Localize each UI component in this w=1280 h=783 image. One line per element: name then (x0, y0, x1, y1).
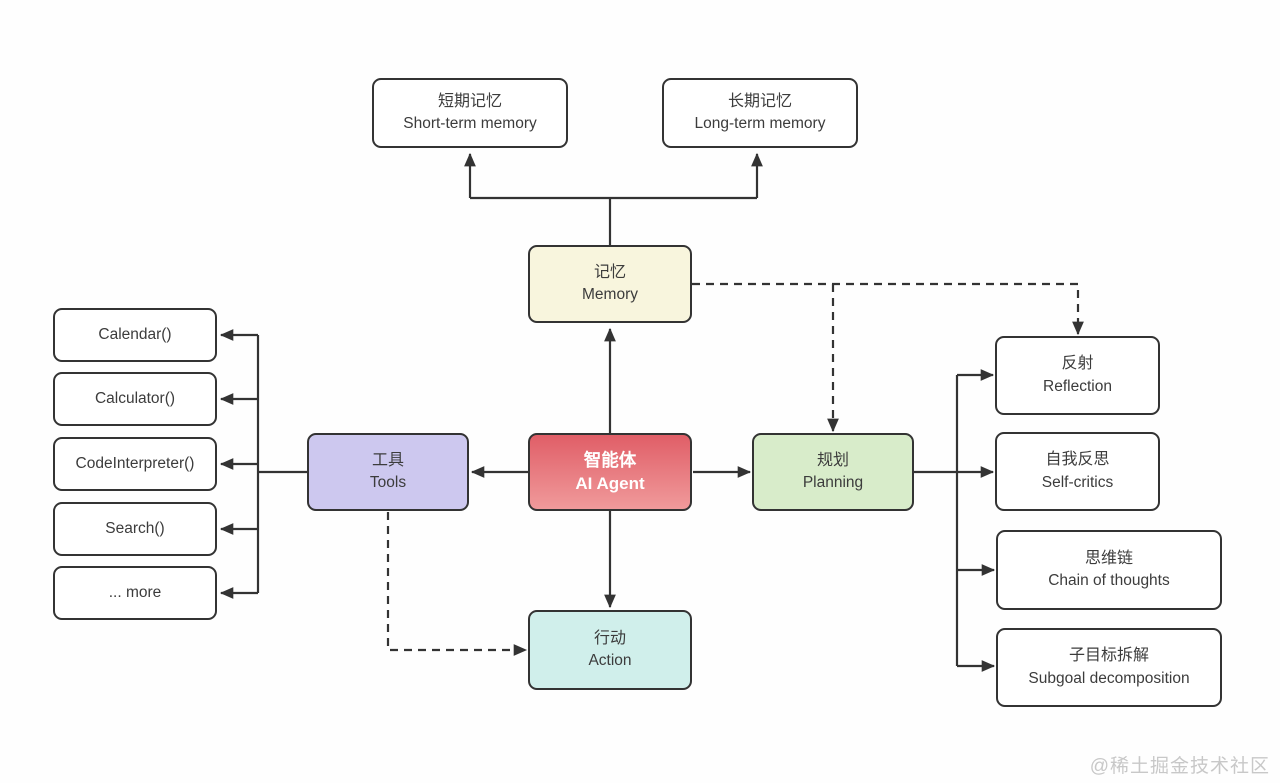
node-long-term-memory: 长期记忆 Long-term memory (662, 78, 858, 148)
node-search: Search() (53, 502, 217, 556)
node-memory: 记忆 Memory (528, 245, 692, 323)
node-more: ... more (53, 566, 217, 620)
node-calculator: Calculator() (53, 372, 217, 426)
ai-agent-label-en: AI Agent (575, 474, 645, 494)
long-term-memory-label-zh: 长期记忆 (727, 92, 792, 110)
dashed-tools-to-action (386, 512, 528, 656)
long-term-memory-label-en: Long-term memory (694, 115, 826, 133)
self-critics-label-zh: 自我反思 (1045, 451, 1110, 469)
node-reflection: 反射 Reflection (995, 336, 1160, 415)
calculator-label: Calculator() (94, 390, 176, 408)
more-label: ... more (108, 584, 162, 602)
short-term-memory-label-zh: 短期记忆 (437, 92, 502, 110)
node-tools: 工具 Tools (307, 433, 469, 511)
memory-label-zh: 记忆 (593, 263, 626, 281)
codeinterpreter-label: CodeInterpreter() (75, 455, 195, 473)
node-action: 行动 Action (528, 610, 692, 690)
tools-label-zh: 工具 (371, 451, 404, 469)
search-label: Search() (105, 520, 165, 538)
action-label-en: Action (588, 652, 632, 670)
chain-of-thoughts-label-zh: 思维链 (1084, 549, 1133, 567)
planning-label-en: Planning (802, 474, 864, 492)
action-label-zh: 行动 (593, 629, 626, 647)
node-chain-of-thoughts: 思维链 Chain of thoughts (996, 530, 1222, 610)
node-self-critics: 自我反思 Self-critics (995, 432, 1160, 511)
self-critics-label-en: Self-critics (1041, 473, 1114, 491)
node-codeinterpreter: CodeInterpreter() (53, 437, 217, 491)
memory-label-en: Memory (582, 286, 638, 304)
subgoal-label-en: Subgoal decomposition (1028, 669, 1190, 687)
node-short-term-memory: 短期记忆 Short-term memory (372, 78, 568, 148)
reflection-label-zh: 反射 (1061, 355, 1094, 373)
planning-label-zh: 规划 (816, 451, 849, 469)
node-planning: 规划 Planning (752, 433, 914, 511)
subgoal-label-zh: 子目标拆解 (1068, 647, 1149, 665)
ai-agent-label-zh: 智能体 (583, 449, 637, 470)
calendar-label: Calendar() (98, 326, 172, 344)
node-subgoal-decomposition: 子目标拆解 Subgoal decomposition (996, 628, 1222, 707)
reflection-label-en: Reflection (1043, 377, 1112, 395)
watermark: @稀土掘金技术社区 (1089, 756, 1270, 777)
chain-of-thoughts-label-en: Chain of thoughts (1048, 572, 1170, 590)
node-ai-agent: 智能体 AI Agent (528, 433, 692, 511)
short-term-memory-label-en: Short-term memory (403, 115, 537, 133)
tools-label-en: Tools (369, 474, 407, 492)
dashed-memory-to-reflection (692, 282, 1084, 336)
node-calendar: Calendar() (53, 308, 217, 362)
